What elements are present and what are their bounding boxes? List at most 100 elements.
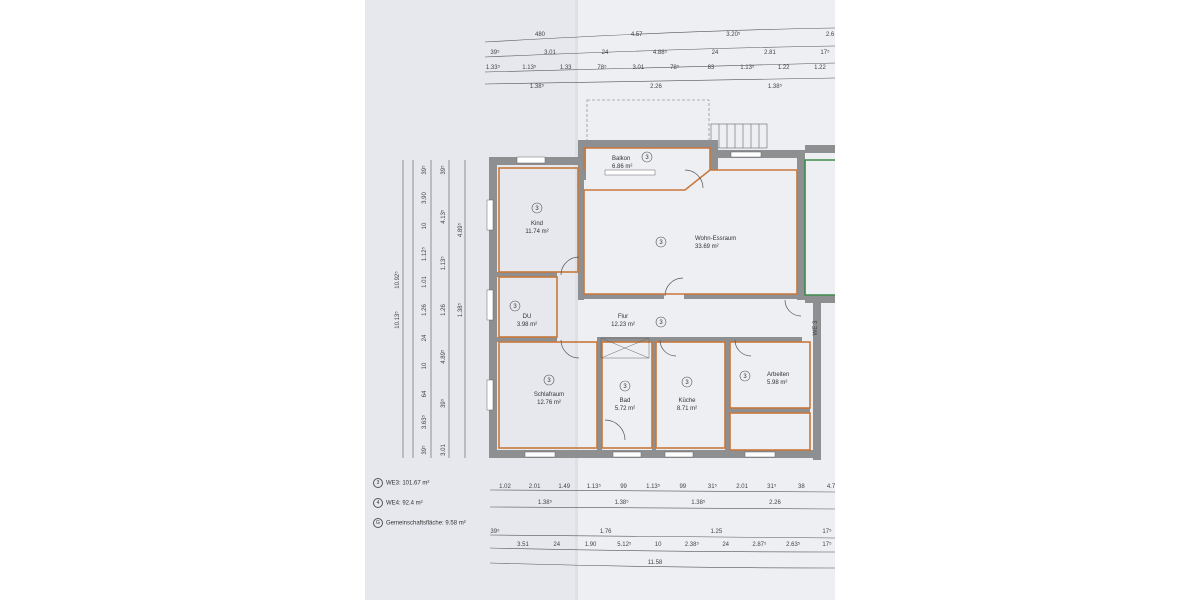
dimension-bottom-2: 2.26 — [769, 500, 781, 506]
dimension-left-1: 39⁵ — [421, 445, 428, 455]
dimension-bottom-4: 24 — [722, 542, 729, 548]
legend-badge: 3 — [373, 478, 383, 488]
dimension-left-2: 1.13⁵ — [440, 256, 447, 271]
legend-badge: G — [373, 518, 383, 528]
dimension-bottom-2: 1.38⁵ — [538, 499, 553, 506]
dimension-bottom-1: 31⁵ — [767, 483, 777, 490]
dimension-top-1: 3.20⁵ — [726, 31, 741, 38]
room-badge-number: 3 — [623, 384, 627, 390]
dimension-left-1: 3.90 — [422, 192, 428, 204]
dimension-top-1: 4.57 — [631, 32, 643, 38]
room-badge-number: 3 — [743, 374, 747, 380]
balcony-projection — [586, 99, 710, 145]
room-outlines — [498, 147, 811, 451]
dimension-left-total: 10.92⁵ — [394, 271, 401, 289]
dimension-left-total: 10.13⁵ — [394, 311, 401, 329]
dimension-left-1: 10 — [422, 362, 428, 369]
room-labels: Balkon 6.86 m² Kind 11.74 m² Wohn-Essraum 3 3.… — [517, 156, 790, 412]
legend-badge: 4 — [373, 498, 383, 508]
dimension-bottom-1: 38 — [798, 484, 805, 490]
dimension-top-2: 24 — [602, 50, 609, 56]
dimension-left-2: 39⁵ — [440, 165, 447, 175]
room-name-flur: Flur — [618, 314, 628, 320]
dimension-left-1: 1.01 — [422, 276, 428, 288]
room-area-kueche: 8.71 m² — [677, 406, 697, 412]
dimension-bottom-4: 2.63⁵ — [786, 541, 801, 548]
dimension-top-3: 1.13⁵ — [522, 64, 537, 71]
dimension-bottom-1: 2.01 — [736, 484, 748, 490]
dimension-left-3: 1.38⁵ — [457, 302, 464, 317]
room-area-du: 3.98 m² — [517, 322, 537, 328]
dimension-top-3: 78⁵ — [670, 64, 680, 71]
top-dimension-lines — [484, 27, 835, 85]
dimension-left-1: 39⁵ — [421, 165, 428, 175]
room-name-kind: Kind — [531, 221, 543, 227]
room-area-kind: 11.74 m² — [525, 229, 548, 235]
room-badge-circle — [619, 380, 631, 392]
room-name-schlaf: Schlafraum — [534, 392, 564, 398]
room-area-flur: 12.23 m² — [611, 322, 635, 328]
room-badge-number: 3 — [513, 304, 517, 310]
dimension-bottom-1: 99 — [620, 484, 627, 490]
dimension-top-4: 1.38⁵ — [768, 83, 783, 90]
dimension-bottom-4: 2.87⁵ — [752, 541, 767, 548]
dimension-left-1: 1.12⁵ — [421, 246, 428, 261]
dimension-bottom-2: 1.38⁵ — [615, 499, 630, 506]
dimension-bottom-1: 4.7 — [827, 484, 835, 490]
bottom-dimension-lines — [489, 489, 835, 569]
room-area-balkon: 6.86 m² — [612, 164, 632, 170]
stairwell-outline — [804, 159, 835, 296]
room-name-arbeiten: Arbeiten — [767, 372, 789, 378]
room-badge-number: 3 — [645, 155, 649, 161]
dimension-bottom-4: 1.90 — [585, 542, 597, 548]
dimension-top-3: 83 — [708, 65, 715, 71]
dimension-top-1: 480 — [535, 32, 546, 38]
room-badge-circle — [739, 370, 751, 382]
dimension-left-3: 4.89⁵ — [457, 222, 464, 237]
room-badge-number: 3 — [547, 378, 551, 384]
door-swings — [560, 169, 802, 441]
dimension-bottom-3: 1.76 — [600, 529, 612, 535]
room-name-balkon: Balkon — [612, 156, 630, 162]
room-badge-number: 3 — [659, 320, 663, 326]
dimension-top-2: 39⁵ — [490, 49, 500, 56]
dimension-bottom-1: 1.02 — [499, 484, 511, 490]
dimension-bottom-1: 1.13⁵ — [587, 483, 602, 490]
dimension-bottom-4: 5.12⁵ — [617, 541, 632, 548]
room-name-du: DU — [523, 314, 532, 320]
dimension-left-2: 3.01 — [441, 444, 447, 456]
windows — [486, 151, 776, 458]
dimension-bottom-1: 1.49 — [558, 484, 570, 490]
room-badge-circle — [655, 236, 667, 248]
dimension-top-4: 1.38⁵ — [530, 83, 545, 90]
room-badge-circle — [509, 300, 521, 312]
dimension-bottom-3: 17⁵ — [822, 528, 832, 535]
dimension-left-2: 4.13⁵ — [440, 209, 447, 224]
dimension-bottom-3: 39⁵ — [490, 528, 500, 535]
dimension-top-3: 1.22 — [778, 65, 790, 71]
room-badge-circle — [543, 374, 555, 386]
dimension-bottom-4: 24 — [553, 542, 560, 548]
dimension-left-2: 4.89⁵ — [440, 349, 447, 364]
dimension-bottom-1: 2.01 — [529, 484, 541, 490]
room-badge-number: 3 — [659, 240, 663, 246]
dimension-top-4: 2.26 — [650, 84, 662, 90]
room-badge-circle — [681, 376, 693, 388]
dimension-left-1: 24 — [422, 334, 428, 341]
dimension-bottom-4: 2.38⁵ — [685, 541, 700, 548]
dimension-bottom-4: 10 — [655, 542, 662, 548]
dimension-left-1: 3.63⁵ — [421, 414, 428, 429]
dimension-top-3: 1.33⁵ — [486, 64, 501, 71]
room-name-wohn: Wohn-Essraum — [695, 236, 736, 242]
dimension-left-1: 10 — [422, 222, 428, 229]
dimension-left-2: 1.26 — [441, 304, 447, 316]
dimension-bottom-3: 1.25 — [710, 529, 722, 535]
dimension-bottom-1: 31⁵ — [708, 483, 718, 490]
dimension-bottom-1: 1.13⁵ — [646, 483, 661, 490]
